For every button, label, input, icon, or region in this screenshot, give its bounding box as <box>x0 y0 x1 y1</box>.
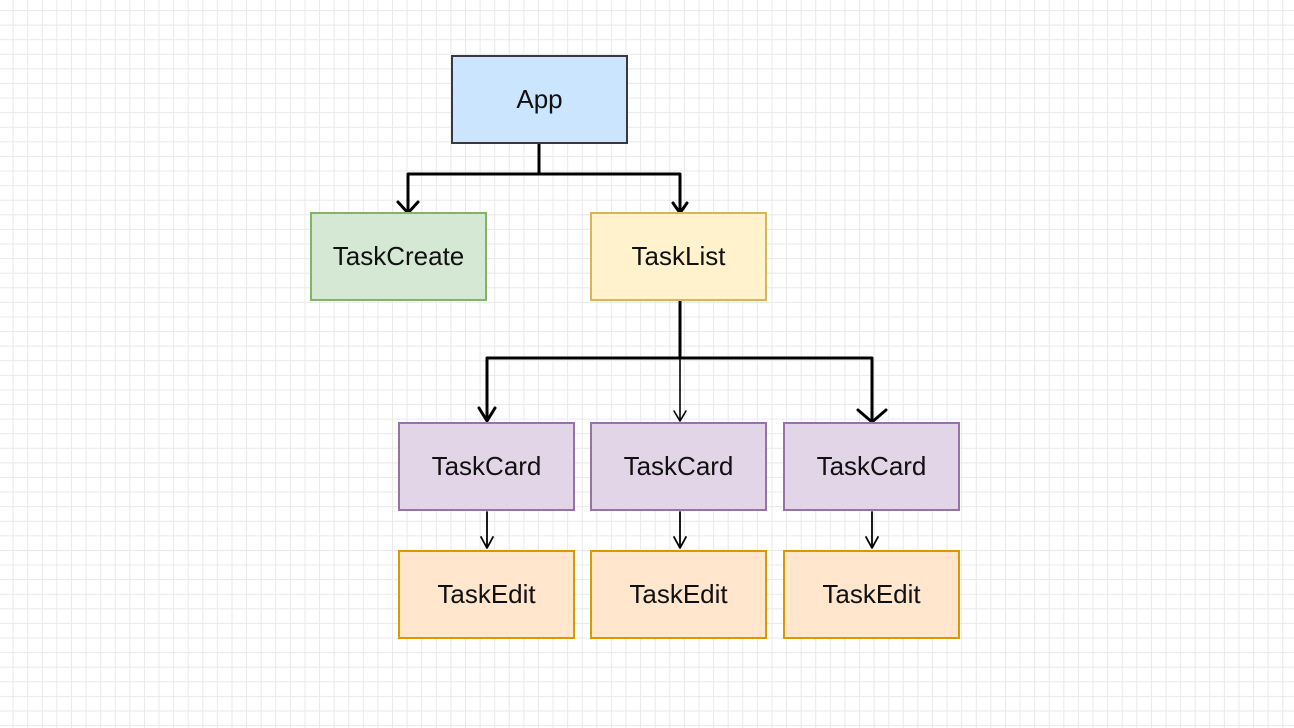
node-taskcard-3-label: TaskCard <box>816 451 927 481</box>
node-app-label: App <box>516 84 563 114</box>
diagram-edges <box>396 142 888 549</box>
arrowhead-edit2 <box>673 536 687 549</box>
node-taskedit-1[interactable]: TaskEdit <box>398 550 575 639</box>
edge-tasklist-card1 <box>485 294 682 422</box>
node-taskcard-2-label: TaskCard <box>623 451 734 481</box>
node-taskedit-1-label: TaskEdit <box>437 579 536 609</box>
edge-app-taskcreate <box>406 142 541 214</box>
node-taskcard-1[interactable]: TaskCard <box>398 422 575 511</box>
node-taskcreate-label: TaskCreate <box>332 241 465 271</box>
node-taskcard-1-label: TaskCard <box>431 451 542 481</box>
edge-tasklist-card3 <box>678 356 874 422</box>
arrowhead-edit3 <box>865 536 879 549</box>
arrowhead-card1 <box>477 406 497 423</box>
arrowhead-edit1 <box>480 536 494 549</box>
arrowhead-card2 <box>673 410 687 422</box>
node-taskedit-2-label: TaskEdit <box>629 579 728 609</box>
node-taskedit-3[interactable]: TaskEdit <box>783 550 960 639</box>
node-taskcard-3[interactable]: TaskCard <box>783 422 960 511</box>
node-tasklist-label: TaskList <box>631 241 726 271</box>
node-app[interactable]: App <box>451 55 628 144</box>
node-taskedit-2[interactable]: TaskEdit <box>590 550 767 639</box>
node-taskcard-2[interactable]: TaskCard <box>590 422 767 511</box>
node-taskcreate[interactable]: TaskCreate <box>310 212 487 301</box>
node-tasklist[interactable]: TaskList <box>590 212 767 301</box>
node-taskedit-3-label: TaskEdit <box>822 579 921 609</box>
edge-app-tasklist <box>537 172 682 214</box>
